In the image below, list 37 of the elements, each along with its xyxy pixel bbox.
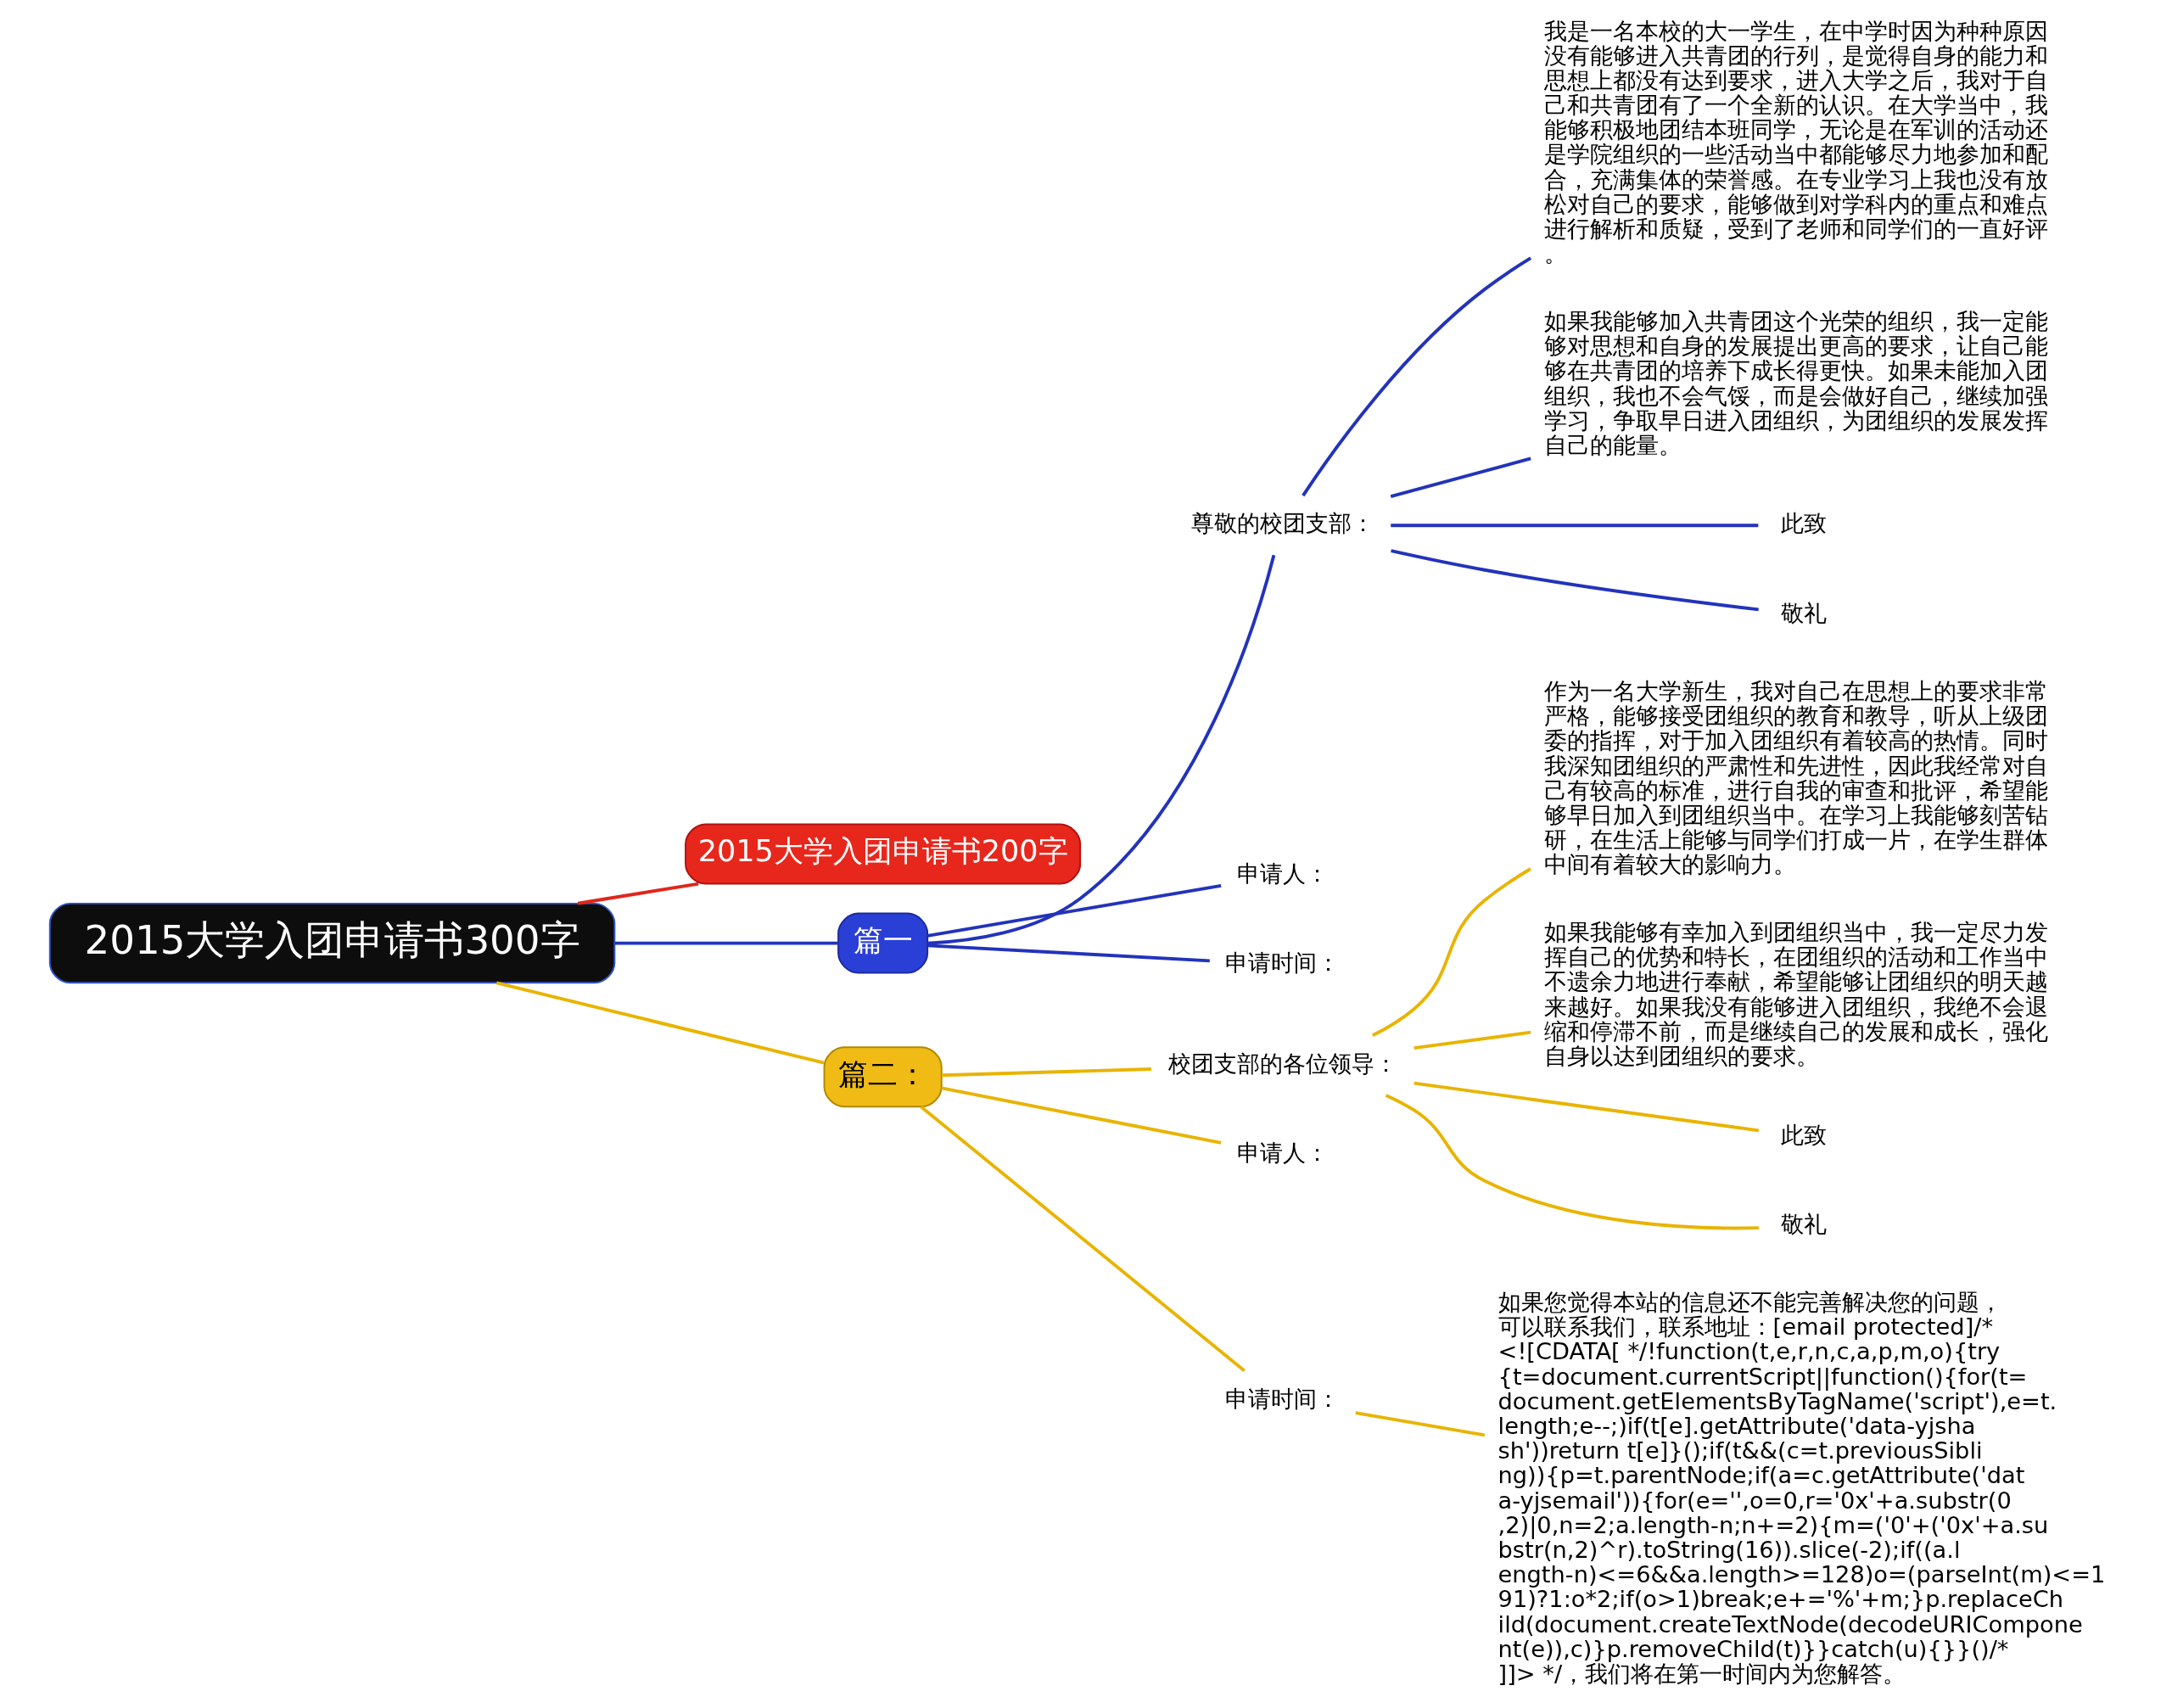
connector (1355, 1411, 1486, 1437)
connector (577, 882, 699, 905)
connector (495, 981, 825, 1065)
node-box: 篇二： (823, 1046, 943, 1108)
connector (1413, 1030, 1531, 1050)
connector (1391, 524, 1759, 528)
connector (1385, 1094, 1759, 1230)
connector (1390, 456, 1531, 498)
connector (614, 941, 838, 945)
node-text: 申请人： (1236, 1139, 1329, 1166)
connector (1391, 549, 1759, 612)
node-text: 申请时间： (1225, 1385, 1341, 1412)
node-text: 敬礼 (1780, 599, 1827, 626)
node-text: 作为一名大学新生，我对自己在思想上的要求非常严格，能够接受团组织的教育和教导，听从上级团委的指挥，对于加入团组织有着较高的热情。同时我深知团组织的严肃性和先进性，因此我经常对自己有较高的标准，进行自我的审查和批评，希望能够早日加入到团组织当中。在学习上我能够刻苦钻研，在生活上能够与同学们打成一片，在学生群体中间有着较大的影响力。 (1544, 677, 2049, 878)
connector (920, 1105, 1246, 1373)
connector (941, 1086, 1222, 1145)
connector (941, 1067, 1151, 1078)
node-text: 如果您觉得本站的信息还不能完善解决您的问题，可以联系我们，联系地址：[email protected]/* <![CDATA[ */!function(t,e,r,n,c,a,p,m,o){try{t=document.currentScript||function(){for(t=document.getElementsByTagName('script'),e=t.length;e--;)if(t[e].getAttribute('data-yjshash'))return t[e]}();if(t&&(c=t.previousSibling)){p=t.parentNode;if(a=c.getAttribute('data-yjsemail')){for(e='',o=0,r='0x'+a.substr(0,2)|0,n=2;a.length-n;n+=2){m=('0'+('0x'+a.substr(n,2)^r).toString(16)).slice(-2);if((a.length-n)<=6&&a.length>=128)o=(parseInt(m)<=191)?1:o*2;if(o>1)break;e+='%'+m;}p.replaceChild(document.createTextNode(decodeURIComponent(e)),c)}p.removeChild(t)}}catch(u){}}()/* ]]> */，我们将在第一时间内为您解答。 (1497, 1289, 2106, 1687)
node-box: 2015大学入团申请书300字 (48, 902, 616, 984)
node-text: 如果我能够加入共青团这个光荣的组织，我一定能够对思想和自身的发展提出更高的要求，让自己能够在共青团的培养下成长得更快。如果未能加入团组织，我也不会气馁，而是会做好自己，继续加强学习，争取早日进入团组织，为团组织的发展发挥自己的能量。 (1544, 308, 2049, 458)
node-text: 尊敬的校团支部： (1190, 510, 1374, 537)
connector (927, 554, 1276, 945)
connector (1302, 256, 1532, 497)
node-box: 篇一 (837, 912, 929, 974)
connector (927, 944, 1210, 963)
node-box: 2015大学入团申请书200字 (685, 823, 1082, 885)
connector (927, 883, 1222, 938)
node-text: 我是一名本校的大一学生，在中学时因为种种原因没有能够进入共青团的行列，是觉得自身的能力和思想上都没有达到要求，进入大学之后，我对于自己和共青团有了一个全新的认识。在大学当中，我能够积极地团结本班同学，无论是在军训的活动还是学院组织的一些活动当中都能够尽力地参加和配合，充满集体的荣誉感。在专业学习上我也没有放松对自己的要求，能够做到对学科内的重点和难点进行解析和质疑，受到了老师和同学们的一直好评。 (1544, 17, 2049, 267)
node-text: 敬礼 (1780, 1210, 1827, 1237)
node-text: 校团支部的各位领导： (1167, 1050, 1397, 1077)
node-text: 此致 (1780, 1121, 1827, 1148)
connector (1371, 867, 1531, 1038)
node-text: 此致 (1780, 510, 1827, 537)
node-text: 如果我能够有幸加入到团组织当中，我一定尽力发挥自己的优势和特长，在团组织的活动和工作当中不遗余力地进行奉献，希望能够让团组织的明天越来越好。如果我没有能够进入团组织，我绝不会退缩和停滞不前，而是继续自己的发展和成长，强化自身以达到团组织的要求。 (1544, 919, 2049, 1070)
node-text: 申请人： (1236, 860, 1329, 887)
connector (1413, 1081, 1760, 1133)
node-text: 申请时间： (1225, 949, 1341, 977)
